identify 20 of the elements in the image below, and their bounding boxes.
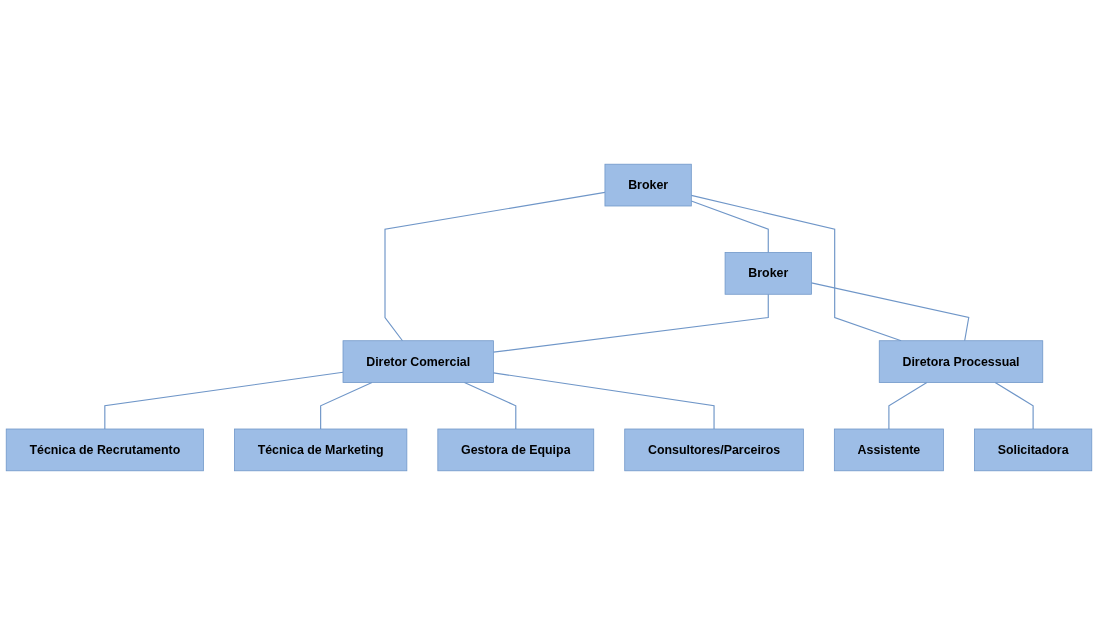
connector <box>888 381 928 430</box>
node-box: Gestora de Equipa <box>437 428 595 471</box>
connector <box>492 293 769 353</box>
node-box: Diretora Processual <box>878 339 1044 383</box>
connector <box>492 371 715 430</box>
node-box: Assistente <box>833 428 944 471</box>
node-box: Técnica de Recrutamento <box>5 428 204 471</box>
node-box: Solicitadora <box>974 428 1093 471</box>
connector <box>810 281 970 341</box>
node-box: Broker <box>604 163 692 206</box>
connector <box>994 381 1034 430</box>
connector <box>690 199 769 253</box>
node-box: Consultores/Parceiros <box>624 428 804 471</box>
node-box: Técnica de Marketing <box>234 428 408 471</box>
node-box: Diretor Comercial <box>342 339 494 383</box>
node-box: Broker <box>724 251 812 295</box>
connector <box>104 371 344 430</box>
connector <box>320 381 373 430</box>
connector <box>463 381 517 430</box>
connector <box>384 191 606 341</box>
